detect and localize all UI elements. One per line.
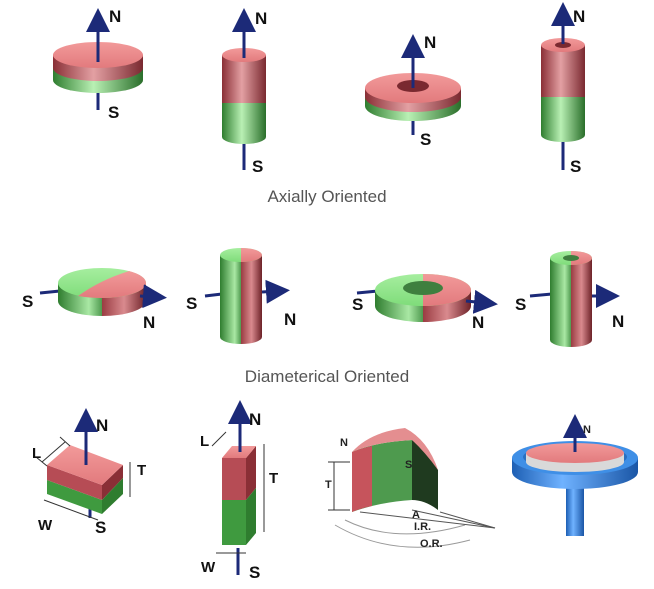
- tube-diametrical: S N: [515, 251, 624, 347]
- north-label: N: [612, 312, 624, 331]
- south-label: S: [108, 103, 119, 122]
- north-label: N: [583, 424, 591, 436]
- bar-side-south: [246, 488, 256, 545]
- north-label: N: [472, 313, 484, 332]
- arc-end-face: [412, 440, 438, 510]
- north-label: N: [96, 416, 108, 435]
- inner-arc-guide: [344, 519, 466, 535]
- length-tick: [35, 456, 48, 467]
- length-tick: [59, 436, 71, 447]
- south-label: S: [405, 459, 412, 471]
- arc-segment-magnet: T N S A I.R. O.R.: [325, 428, 496, 550]
- tube-side: [550, 258, 592, 347]
- block-front-north: [47, 465, 102, 500]
- diametrical-caption: Diameterical Oriented: [244, 367, 410, 386]
- cylinder-top-north: [241, 248, 262, 262]
- tube-top-north: [571, 251, 592, 265]
- disc-axial: N S: [53, 7, 143, 122]
- axial-caption: Axially Oriented: [267, 187, 387, 206]
- block-front-south: [47, 480, 102, 514]
- length-label: L: [32, 445, 41, 462]
- north-label: N: [573, 7, 585, 26]
- north-arrow: [139, 284, 167, 309]
- bar-front-north: [222, 458, 246, 500]
- ring-hole: [403, 281, 443, 295]
- tube-hole: [563, 255, 579, 261]
- tube-axial: N S: [541, 2, 585, 176]
- angle-label: A: [412, 509, 420, 521]
- outer-radius-label: O.R.: [420, 538, 443, 550]
- disc-top-north: [78, 271, 147, 298]
- cylinder-diametrical: S N: [186, 248, 296, 344]
- north-label: N: [109, 7, 121, 26]
- length-dim-line: [41, 441, 66, 463]
- ring-diametrical: S N: [352, 274, 498, 332]
- outer-arc-guide: [334, 524, 471, 548]
- inner-radius-line: [411, 509, 496, 529]
- thickness-label: T: [325, 479, 332, 491]
- south-label: S: [570, 157, 581, 176]
- south-label: S: [249, 563, 260, 582]
- block-magnet: L T W N S: [32, 408, 146, 537]
- south-label: S: [252, 157, 263, 176]
- arc-front-north: [352, 446, 372, 512]
- bar-side-north: [246, 446, 256, 500]
- block-side-south: [102, 478, 123, 514]
- south-label: S: [352, 295, 363, 314]
- pot-stem: [566, 480, 584, 536]
- tube-side-north: [541, 45, 585, 97]
- north-label: N: [255, 9, 267, 28]
- ring-axial: N S: [365, 33, 461, 149]
- south-label: S: [515, 295, 526, 314]
- cylinder-side: [220, 255, 262, 344]
- north-label: N: [284, 310, 296, 329]
- length-label: L: [200, 433, 209, 450]
- south-label: S: [420, 130, 431, 149]
- ring-top-north: [423, 274, 471, 306]
- bar-magnet: L T W N S: [200, 400, 278, 582]
- block-side-north: [102, 465, 123, 500]
- south-shaft: [356, 289, 379, 295]
- inner-radius-label: I.R.: [414, 521, 431, 533]
- north-label: N: [143, 313, 155, 332]
- cylinder-axial: N S: [222, 8, 267, 176]
- north-label: N: [249, 410, 261, 429]
- north-label: N: [424, 33, 436, 52]
- south-shaft: [39, 289, 61, 295]
- south-label: S: [95, 518, 106, 537]
- cylinder-side-north: [222, 55, 266, 103]
- tube-hole: [555, 42, 571, 48]
- disc-diametrical: S N: [22, 268, 167, 332]
- width-label: W: [201, 559, 216, 576]
- width-dim-line: [43, 499, 99, 521]
- south-shaft: [204, 292, 223, 298]
- outer-radius-line: [439, 511, 496, 529]
- south-label: S: [186, 294, 197, 313]
- thickness-label: T: [137, 462, 146, 479]
- length-dim-line: [211, 431, 227, 447]
- arc-top-face: [352, 428, 438, 470]
- pot-magnet: N: [512, 414, 638, 536]
- north-arrow: [261, 279, 290, 304]
- north-arrow: [465, 289, 498, 314]
- width-label: W: [38, 517, 53, 534]
- south-shaft: [529, 292, 553, 298]
- bar-front-south: [222, 500, 246, 545]
- angle-line: [359, 511, 496, 529]
- thickness-label: T: [269, 470, 278, 487]
- south-label: S: [22, 292, 33, 311]
- north-label: N: [340, 437, 348, 449]
- magnet-top-face: [526, 443, 624, 463]
